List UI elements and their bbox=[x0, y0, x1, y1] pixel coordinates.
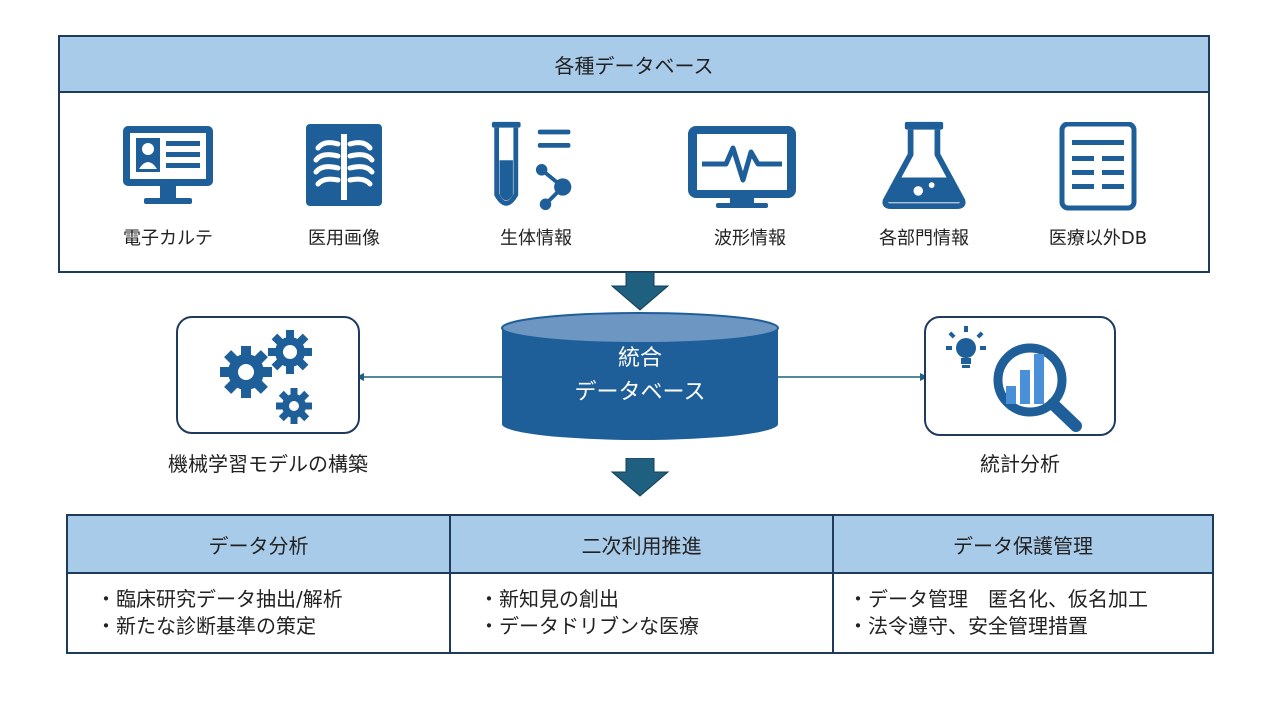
ml-model-label: 機械学習モデルの構築 bbox=[168, 452, 368, 476]
statistics-label: 統計分析 bbox=[980, 452, 1060, 476]
column-divider bbox=[832, 516, 834, 652]
medical-record-monitor-icon bbox=[123, 126, 213, 204]
down-arrow-icon bbox=[610, 458, 670, 497]
database-sources-panel: 各種データベース bbox=[58, 35, 1210, 273]
column-item: ・データ管理 匿名化、仮名加工 bbox=[848, 587, 1148, 611]
column-body: ・データ管理 匿名化、仮名加工 ・法令遵守、安全管理措置 bbox=[834, 574, 1212, 640]
column-header: データ分析 bbox=[68, 516, 449, 574]
xray-icon bbox=[306, 124, 382, 206]
waveform-monitor-icon bbox=[688, 126, 796, 208]
analytics-magnifier-icon bbox=[946, 326, 1082, 432]
use-case-table: データ分析 ・臨床研究データ抽出/解析 ・新たな診断基準の策定 二次利用推進 ・… bbox=[66, 514, 1214, 654]
statistics-box bbox=[924, 316, 1116, 436]
database-sources-title: 各種データベース bbox=[60, 37, 1208, 93]
column-body: ・新知見の創出 ・データドリブンな医療 bbox=[451, 574, 832, 640]
connector-right bbox=[778, 373, 928, 381]
column-item: ・臨床研究データ抽出/解析 bbox=[96, 587, 343, 611]
column-data-protection: データ保護管理 ・データ管理 匿名化、仮名加工 ・法令遵守、安全管理措置 bbox=[834, 516, 1212, 652]
column-data-analysis: データ分析 ・臨床研究データ抽出/解析 ・新たな診断基準の策定 bbox=[68, 516, 449, 652]
source-label: 医療以外DB bbox=[1048, 228, 1148, 249]
gears-icon bbox=[220, 330, 312, 424]
column-item: ・新知見の創出 bbox=[479, 587, 619, 611]
column-item: ・新たな診断基準の策定 bbox=[96, 614, 316, 638]
ml-model-box bbox=[176, 316, 360, 434]
document-icon bbox=[1059, 122, 1137, 211]
column-header: 二次利用推進 bbox=[451, 516, 832, 574]
source-label: 電子カルテ bbox=[123, 228, 213, 249]
column-item: ・法令遵守、安全管理措置 bbox=[848, 614, 1088, 638]
integrated-database-line1: 統合 bbox=[617, 346, 662, 371]
integrated-database-label: 統合 データベース bbox=[500, 342, 780, 410]
source-label: 波形情報 bbox=[714, 228, 786, 249]
source-label: 医用画像 bbox=[308, 228, 380, 249]
column-body: ・臨床研究データ抽出/解析 ・新たな診断基準の策定 bbox=[68, 574, 449, 640]
source-label: 生体情報 bbox=[500, 228, 572, 249]
test-tube-molecule-icon bbox=[491, 121, 572, 210]
integrated-database-line2: データベース bbox=[574, 380, 706, 405]
connector-left bbox=[356, 373, 502, 381]
column-header: データ保護管理 bbox=[834, 516, 1212, 574]
integrated-database-cylinder bbox=[501, 312, 779, 440]
flask-icon bbox=[882, 121, 966, 210]
down-arrow-icon bbox=[610, 272, 670, 311]
column-divider bbox=[449, 516, 451, 652]
column-secondary-use: 二次利用推進 ・新知見の創出 ・データドリブンな医療 bbox=[451, 516, 832, 652]
source-label: 各部門情報 bbox=[879, 228, 969, 249]
column-item: ・データドリブンな医療 bbox=[479, 614, 699, 638]
